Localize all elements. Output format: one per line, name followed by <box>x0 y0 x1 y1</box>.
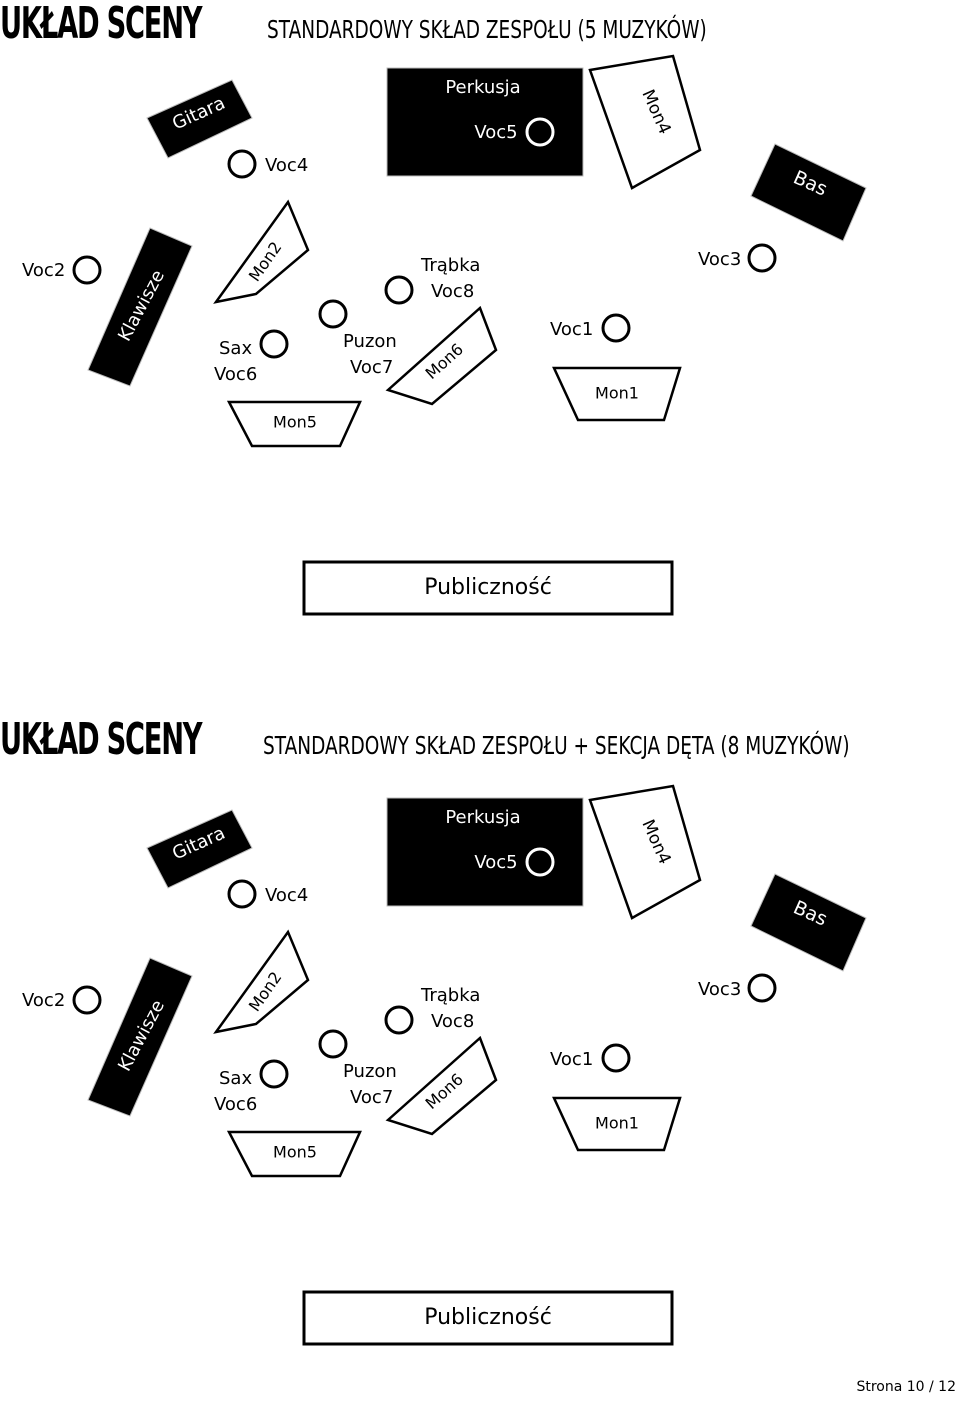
section-1-title-main: UKŁAD SCENY <box>0 0 203 49</box>
mon1-wedge <box>552 366 682 422</box>
mon4-wedge <box>588 784 702 920</box>
sax-mic <box>259 1059 289 1089</box>
audience-box <box>302 560 674 616</box>
voc3-label: Voc3 <box>698 249 741 270</box>
drum-label: Perkusja <box>445 807 520 828</box>
voc1-label: Voc1 <box>550 1049 593 1070</box>
voc5-mic <box>525 847 555 877</box>
voc2-label: Voc2 <box>22 260 65 281</box>
trabka-mic <box>384 1005 414 1035</box>
audience-label: Publiczność <box>424 575 552 600</box>
voc7-label: Voc7 <box>350 1087 393 1108</box>
sax-mic <box>259 329 289 359</box>
mon6-wedge <box>385 305 498 406</box>
voc3-mic <box>747 243 777 273</box>
keyboard <box>87 227 193 387</box>
bass-amp <box>750 873 867 972</box>
section-2-title-sub: STANDARDOWY SKŁAD ZESPOŁU + SEKCJA DĘTA … <box>262 731 850 760</box>
voc5-label: Voc5 <box>474 852 517 873</box>
mon1-wedge <box>552 1096 682 1152</box>
voc3-label: Voc3 <box>698 979 741 1000</box>
mon5-wedge <box>226 400 362 448</box>
mon6-wedge <box>385 1035 498 1136</box>
voc6-label: Voc6 <box>214 364 257 385</box>
voc2-label: Voc2 <box>22 990 65 1011</box>
voc2-mic <box>72 255 102 285</box>
voc1-mic <box>601 1043 631 1073</box>
guitar-amp <box>146 809 253 889</box>
trabka-label: Trąbka <box>420 985 480 1006</box>
section-2-title-main: UKŁAD SCENY <box>0 714 203 765</box>
mon5-label: Mon5 <box>273 413 317 432</box>
voc1-label: Voc1 <box>550 319 593 340</box>
mon4-wedge <box>588 54 702 190</box>
voc5-mic <box>525 117 555 147</box>
keyboard <box>87 957 193 1117</box>
voc4-mic <box>227 149 257 179</box>
puzon-mic <box>318 1029 348 1059</box>
voc8-label: Voc8 <box>431 281 474 302</box>
mon5-label: Mon5 <box>273 1143 317 1162</box>
page-number: Strona 10 / 12 <box>856 1379 956 1395</box>
audience-box <box>302 1290 674 1346</box>
mon2-wedge <box>213 199 310 304</box>
mon1-label: Mon1 <box>595 384 639 403</box>
audience-label: Publiczność <box>424 1305 552 1330</box>
section-1-title-sub: STANDARDOWY SKŁAD ZESPOŁU (5 MUZYKÓW) <box>266 15 707 44</box>
puzon-label: Puzon <box>343 1061 397 1082</box>
voc4-label: Voc4 <box>265 885 308 906</box>
voc3-mic <box>747 973 777 1003</box>
voc4-label: Voc4 <box>265 155 308 176</box>
voc8-label: Voc8 <box>431 1011 474 1032</box>
voc2-mic <box>72 985 102 1015</box>
voc4-mic <box>227 879 257 909</box>
voc6-label: Voc6 <box>214 1094 257 1115</box>
puzon-label: Puzon <box>343 331 397 352</box>
puzon-mic <box>318 299 348 329</box>
voc1-mic <box>601 313 631 343</box>
section-1-title: UKŁAD SCENY STANDARDOWY SKŁAD ZESPOŁU (5 … <box>0 2 861 46</box>
mon1-label: Mon1 <box>595 1114 639 1133</box>
mon2-wedge <box>213 929 310 1034</box>
guitar-amp <box>146 79 253 159</box>
drum-label: Perkusja <box>445 77 520 98</box>
trabka-mic <box>384 275 414 305</box>
voc7-label: Voc7 <box>350 357 393 378</box>
mon5-wedge <box>226 1130 362 1178</box>
voc5-label: Voc5 <box>474 122 517 143</box>
bass-amp <box>750 143 867 242</box>
sax-label: Sax <box>219 1068 252 1089</box>
sax-label: Sax <box>219 338 252 359</box>
trabka-label: Trąbka <box>420 255 480 276</box>
